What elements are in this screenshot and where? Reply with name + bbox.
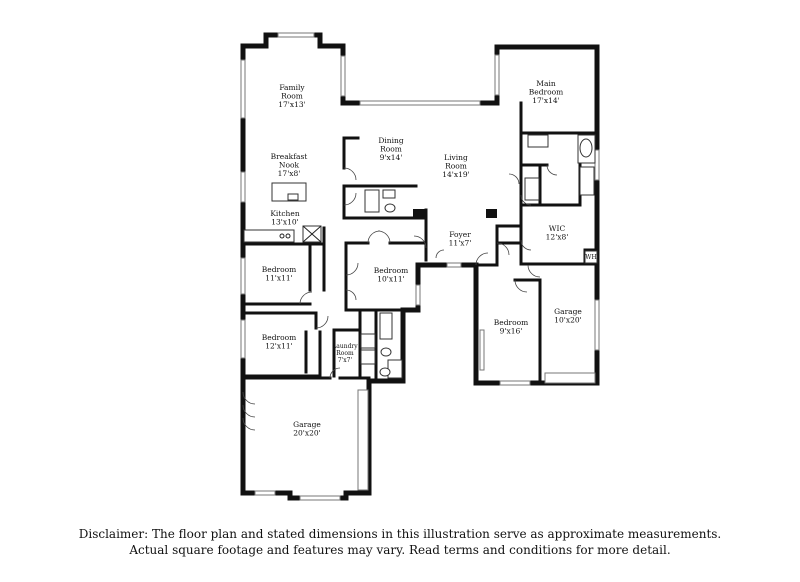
room-name: WH xyxy=(585,254,596,261)
windows xyxy=(240,32,600,501)
room-name: Main xyxy=(536,79,556,88)
room-name: Room xyxy=(445,162,467,171)
room-name: Garage xyxy=(554,307,582,316)
room-name: Bedroom xyxy=(262,265,296,274)
room-dimensions: 13'x10' xyxy=(271,218,298,227)
room-dimensions: 17'x14' xyxy=(532,96,559,105)
room-name: WIC xyxy=(549,224,566,233)
disclaimer-line-2: Actual square footage and features may v… xyxy=(129,543,671,557)
room-name: Family xyxy=(279,83,305,92)
room-dimensions: 9'x14' xyxy=(380,153,403,162)
room-name: Room xyxy=(281,92,303,101)
room-name: Bedroom xyxy=(374,266,408,275)
room-dimensions: 11'x7' xyxy=(449,239,472,248)
room-dimensions: 9'x16' xyxy=(500,327,523,336)
room-dimensions: 7'x7' xyxy=(338,357,353,364)
room-dimensions: 12'x11' xyxy=(265,342,292,351)
room-name: Room xyxy=(336,350,354,357)
room-name: Bedroom xyxy=(262,333,296,342)
room-dimensions: 11'x11' xyxy=(265,274,292,283)
interior-walls xyxy=(241,101,599,385)
room-name: Breakfast xyxy=(271,152,308,161)
room-name: Dining xyxy=(378,136,403,145)
room-name: Living xyxy=(444,153,468,162)
fixtures xyxy=(243,134,598,379)
room-name: Foyer xyxy=(449,230,471,239)
room-dimensions: 17'x8' xyxy=(278,169,301,178)
room-dimensions: 12'x8' xyxy=(546,233,569,242)
kitchen-sink xyxy=(287,193,299,201)
disclaimer-line-1: Disclaimer: The floor plan and stated di… xyxy=(78,527,722,541)
column xyxy=(413,209,426,218)
room-name: Bedroom xyxy=(494,318,528,327)
room-name: Laundry xyxy=(332,343,358,350)
room-dimensions: 10'x20' xyxy=(554,316,581,325)
room-dimensions: 10'x11' xyxy=(377,275,404,284)
column xyxy=(486,209,497,218)
room-dimensions: 14'x19' xyxy=(442,170,469,179)
room-name: Room xyxy=(380,145,402,154)
room-name: Kitchen xyxy=(270,209,299,218)
doors xyxy=(242,164,558,431)
room-dimensions: 17'x13' xyxy=(278,100,305,109)
room-name: Garage xyxy=(293,420,321,429)
wh-label: WH xyxy=(585,254,596,261)
room-name: Nook xyxy=(279,161,300,170)
room-dimensions: 20'x20' xyxy=(293,429,320,438)
room-name: Bedroom xyxy=(529,88,563,97)
